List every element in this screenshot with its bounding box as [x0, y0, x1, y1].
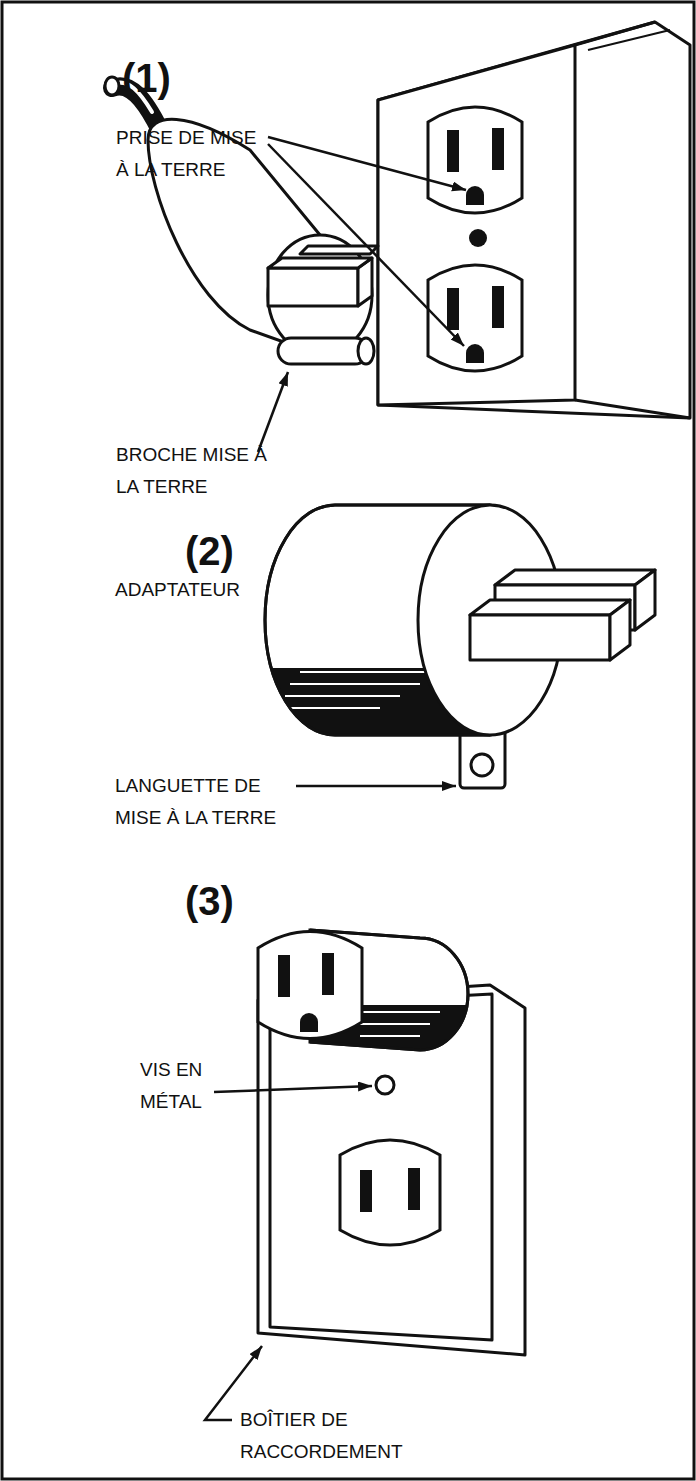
figure-number: (1): [122, 54, 212, 102]
part-label: LANGUETTE DE MISE À LA TERRE: [115, 770, 287, 834]
part-label: BOÎTIER DE RACCORDEMENT: [240, 1404, 415, 1468]
metal-screw: [376, 1076, 394, 1094]
part-label: VIS EN MÉTAL: [140, 1054, 230, 1118]
leader-line: [205, 1086, 372, 1420]
ground-tab: [460, 728, 505, 788]
plate-screw: [469, 229, 487, 247]
grounded-outlet: [428, 107, 522, 213]
part-label: PRISE DE MISE À LA TERRE: [116, 122, 266, 186]
three-prong-plug: [105, 77, 378, 364]
leader-line: [258, 137, 466, 452]
part-label: ADAPTATEUR: [115, 574, 260, 606]
leader-line: [296, 785, 456, 788]
figure-number: (3): [185, 877, 275, 925]
grounded-outlet: [428, 265, 522, 371]
wall-plate: [258, 985, 525, 1355]
part-label: BROCHE MISE À LA TERRE: [116, 439, 281, 503]
wall-plate: [378, 22, 690, 418]
figure-number: (2): [185, 527, 275, 575]
plugged-adapter: [258, 930, 480, 1055]
adapter-blade: [470, 570, 655, 660]
plain-outlet: [340, 1140, 440, 1245]
